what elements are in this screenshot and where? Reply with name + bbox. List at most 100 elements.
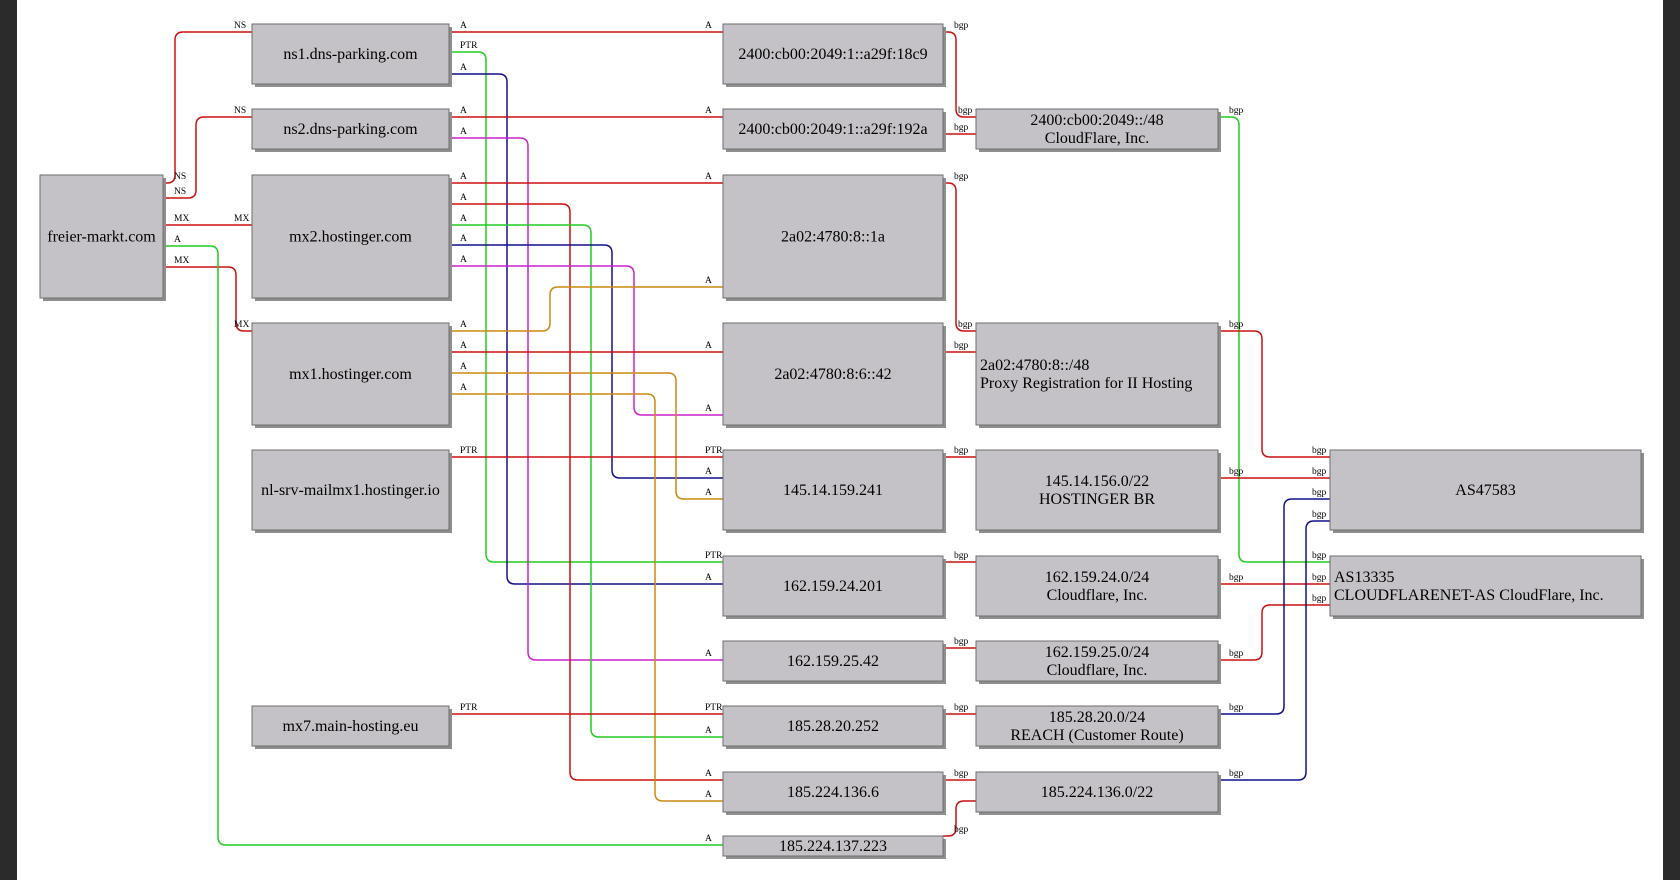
edge-ns2-16242 <box>449 137 723 661</box>
edge-v6c-2a02 <box>943 182 976 332</box>
edge-label: A <box>460 255 467 265</box>
node-label: Cloudflare, Inc. <box>1047 587 1148 604</box>
node-mx2[interactable]: mx2.hostinger.com <box>251 174 452 301</box>
node-box <box>722 835 944 857</box>
edge-label: A <box>705 726 712 736</box>
edge-label: A <box>460 362 467 372</box>
node-ns2[interactable]: ns2.dns-parking.com <box>251 108 452 152</box>
node-label: 145.14.159.241 <box>783 482 883 499</box>
node-label: 185.28.20.252 <box>787 718 879 735</box>
node-mx1[interactable]: mx1.hostinger.com <box>251 322 452 428</box>
edge-label: A <box>705 488 712 498</box>
node-mx7[interactable]: mx7.main-hosting.eu <box>251 705 452 749</box>
node-box <box>722 23 944 85</box>
edge-label: bgp <box>954 123 969 133</box>
node-label: mx7.main-hosting.eu <box>283 718 419 735</box>
node-nlsrv[interactable]: nl-srv-mailmx1.hostinger.io <box>251 449 452 533</box>
edge-label: bgp <box>954 172 969 182</box>
node-as47583[interactable]: AS47583 <box>1329 449 1644 533</box>
node-label: 162.159.25.0/24 <box>1045 644 1149 661</box>
edge-label: A <box>460 21 467 31</box>
node-ip-185-224-6[interactable]: 185.224.136.6 <box>722 771 946 815</box>
node-label: 162.159.24.0/24 <box>1045 569 1149 586</box>
node-ns1[interactable]: ns1.dns-parking.com <box>251 23 452 87</box>
node-box <box>975 640 1219 682</box>
edge-mx2-18528 <box>449 224 723 738</box>
edge-label: bgp <box>954 341 969 351</box>
node-label: freier-markt.com <box>47 229 156 246</box>
node-label: AS13335 <box>1334 569 1394 586</box>
edge-mx1-v6c <box>449 286 723 332</box>
edge-ns1 <box>163 31 252 184</box>
node-label: 2a02:4780:8::1a <box>781 229 885 246</box>
edge-label: bgp <box>954 825 969 835</box>
node-box <box>251 23 450 85</box>
node-box <box>975 705 1219 747</box>
edge-ns1-162201 <box>449 51 723 563</box>
node-ip-162-201[interactable]: 162.159.24.201 <box>722 555 946 619</box>
node-ip-162-42[interactable]: 162.159.25.42 <box>722 640 946 684</box>
edge-label: NS <box>174 172 186 182</box>
edge-mx1-1852246-b <box>449 393 723 802</box>
node-label: 2a02:4780:8:6::42 <box>774 366 891 383</box>
edge-label: bgp <box>1312 488 1327 498</box>
edge-label: PTR <box>705 446 723 456</box>
node-ip-v6d[interactable]: 2a02:4780:8:6::42 <box>722 322 946 428</box>
node-label: AS47583 <box>1455 482 1515 499</box>
node-pfx-185-224[interactable]: 185.224.136.0/22 <box>975 771 1221 815</box>
edge-label: bgp <box>958 106 973 116</box>
node-label: 185.224.136.0/22 <box>1041 784 1153 801</box>
node-ip-v6b[interactable]: 2400:cb00:2049:1::a29f:192a <box>722 108 946 152</box>
edge-label: A <box>460 214 467 224</box>
node-domain[interactable]: freier-markt.com <box>39 174 166 301</box>
edge-ns1-162201-a <box>449 73 723 585</box>
node-box <box>251 108 450 150</box>
node-label: CloudFlare, Inc. <box>1045 130 1149 147</box>
edge-label: bgp <box>1229 467 1244 477</box>
edge-label: A <box>460 341 467 351</box>
edge-label: bgp <box>954 637 969 647</box>
edge-16225-as13335 <box>1218 604 1330 661</box>
node-ip-185-28[interactable]: 185.28.20.252 <box>722 705 946 749</box>
edge-v6a-cf48 <box>943 31 976 118</box>
edge-label: bgp <box>1312 573 1327 583</box>
node-label: 2a02:4780:8::/48 <box>980 357 1089 374</box>
edge-185224223-pfx <box>943 800 976 837</box>
edge-label: bgp <box>1312 446 1327 456</box>
edge-label: A <box>705 834 712 844</box>
node-ip-145[interactable]: 145.14.159.241 <box>722 449 946 533</box>
edge-label: PTR <box>460 703 478 713</box>
node-label: 185.28.20.0/24 <box>1049 709 1145 726</box>
edge-label: bgp <box>954 446 969 456</box>
edge-label: MX <box>234 320 249 330</box>
node-ip-v6a[interactable]: 2400:cb00:2049:1::a29f:18c9 <box>722 23 946 87</box>
edge-label: A <box>705 21 712 31</box>
node-label: 162.159.24.201 <box>783 578 883 595</box>
edge-label: A <box>705 404 712 414</box>
node-label: mx1.hostinger.com <box>289 366 412 383</box>
node-box <box>975 449 1219 531</box>
node-box <box>722 705 944 747</box>
node-label: 145.14.156.0/22 <box>1045 473 1149 490</box>
edge-label: A <box>460 172 467 182</box>
node-label: 185.224.137.223 <box>779 838 887 855</box>
node-ip-v6c[interactable]: 2a02:4780:8::1a <box>722 174 946 301</box>
node-label: 2400:cb00:2049::/48 <box>1030 112 1163 129</box>
edge-label: A <box>705 790 712 800</box>
edge-label: bgp <box>954 703 969 713</box>
node-ip-185-224-223[interactable]: 185.224.137.223 <box>722 835 946 859</box>
edge-label: bgp <box>1229 573 1244 583</box>
node-box <box>722 640 944 682</box>
node-box <box>975 108 1219 150</box>
edge-label: A <box>705 276 712 286</box>
node-box <box>722 322 944 426</box>
